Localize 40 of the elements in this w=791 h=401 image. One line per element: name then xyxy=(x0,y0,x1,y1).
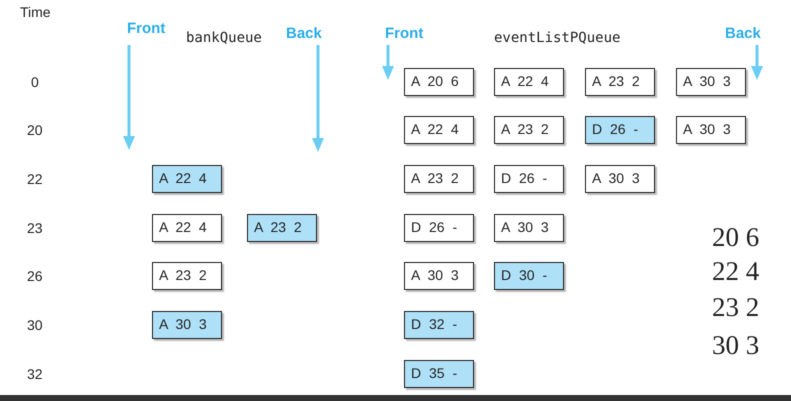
queue-entry: A 20 6 xyxy=(404,68,474,96)
note-text: 30 3 xyxy=(712,330,760,361)
time-value: 0 xyxy=(31,74,39,90)
queue-entry: A 23 2 xyxy=(494,116,564,144)
queue-title: eventListPQueue xyxy=(494,30,620,46)
queue-entry: A 23 2 xyxy=(404,165,474,193)
note-text: 22 4 xyxy=(712,256,760,287)
queue-entry: A 30 3 xyxy=(676,68,746,96)
time-value: 30 xyxy=(27,317,43,333)
queue-entry: D 32 - xyxy=(404,311,474,339)
queue-entry: D 26 - xyxy=(404,214,474,242)
queue-entry: A 30 3 xyxy=(676,116,746,144)
queue-entry: A 23 2 xyxy=(585,68,655,96)
queue-entry: D 26 - xyxy=(585,116,655,144)
pointer-label: Back xyxy=(286,25,322,42)
note-text: 23 2 xyxy=(712,292,760,323)
pointer-label: Front xyxy=(127,20,166,37)
time-value: 23 xyxy=(27,220,43,236)
queue-entry: A 22 4 xyxy=(494,68,564,96)
queue-entry: A 23 2 xyxy=(152,262,222,290)
queue-entry: A 30 3 xyxy=(152,311,222,339)
note-text: 20 6 xyxy=(712,222,760,253)
axis-title: Time xyxy=(20,4,51,20)
queue-entry: A 23 2 xyxy=(247,214,317,242)
time-value: 32 xyxy=(27,366,43,382)
queue-entry: A 30 3 xyxy=(404,262,474,290)
queue-entry: A 22 4 xyxy=(152,214,222,242)
queue-title: bankQueue xyxy=(186,30,262,46)
queue-entry: A 30 3 xyxy=(494,214,564,242)
queue-entry: D 35 - xyxy=(404,360,474,388)
queue-entry: D 26 - xyxy=(494,165,564,193)
queue-entry: D 30 - xyxy=(494,262,564,290)
time-value: 20 xyxy=(27,122,43,138)
pointer-label: Back xyxy=(725,25,761,42)
queue-entry: A 22 4 xyxy=(152,165,222,193)
queue-entry: A 30 3 xyxy=(585,165,655,193)
pointer-label: Front xyxy=(385,25,424,42)
time-value: 26 xyxy=(27,268,43,284)
queue-entry: A 22 4 xyxy=(404,116,474,144)
time-value: 22 xyxy=(27,171,43,187)
